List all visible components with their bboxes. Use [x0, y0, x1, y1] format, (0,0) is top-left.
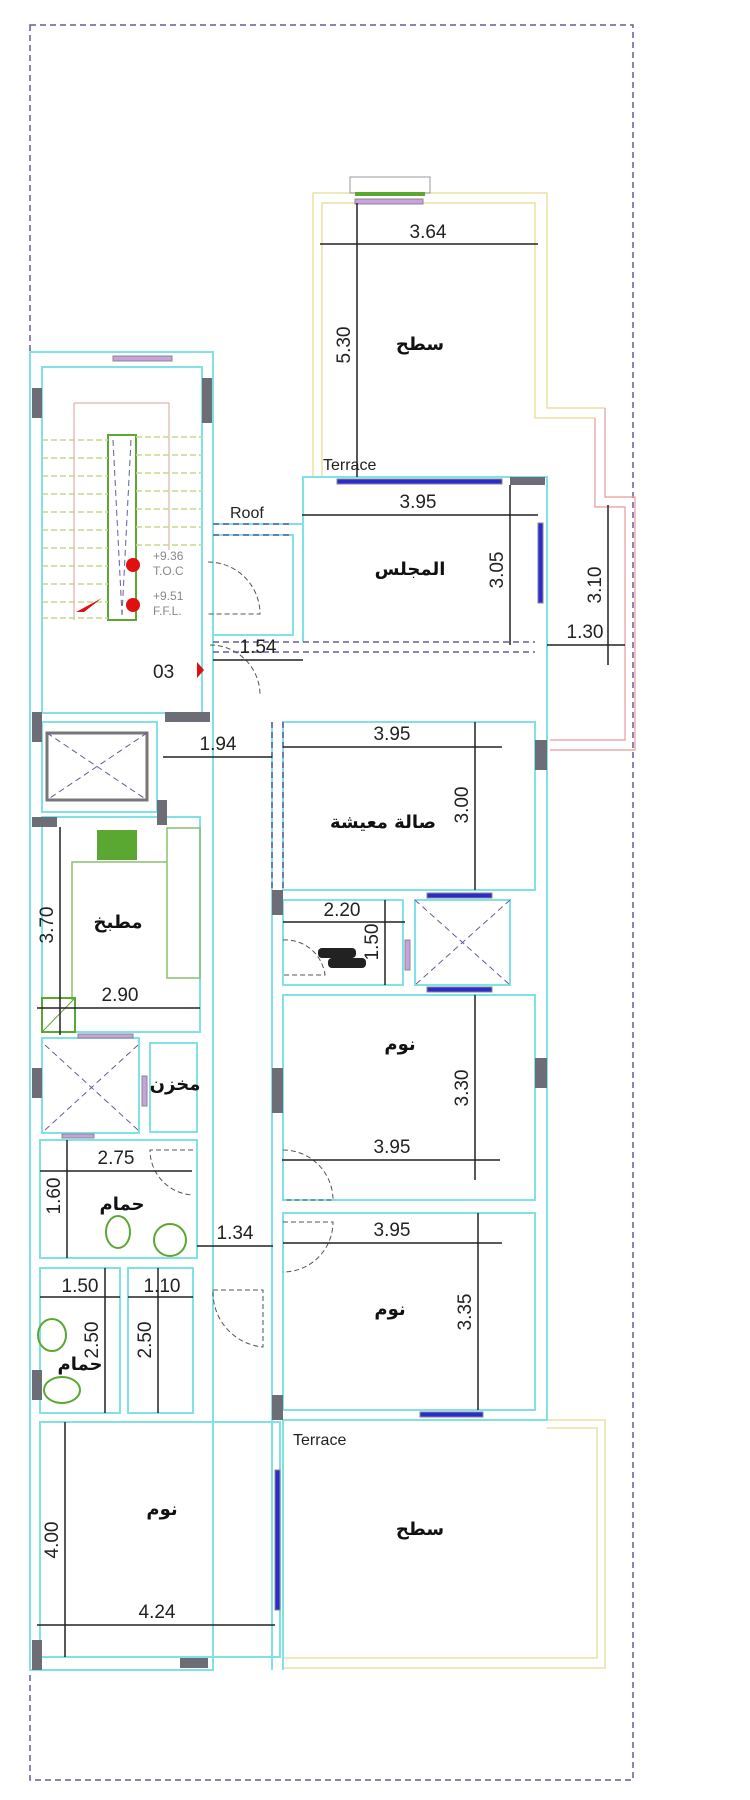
toilet-icon — [43, 1376, 81, 1404]
dim-living-width: 3.95 — [374, 724, 411, 745]
dim-laundry-width: 2.20 — [324, 900, 361, 921]
dim-kitchen-width: 2.90 — [102, 985, 139, 1006]
room-majlis: المجلس — [375, 559, 446, 580]
dim-wc-width: 1.10 — [144, 1276, 181, 1297]
level-value-1: +9.36 — [153, 549, 184, 563]
toilet-icon — [105, 1215, 131, 1249]
room-bath-1: حمام — [100, 1194, 145, 1215]
plot-boundary — [29, 24, 634, 1781]
room-roof-bottom: سطح — [396, 1519, 444, 1540]
level-code-1: T.O.C — [153, 564, 184, 578]
room-roof-top: سطح — [396, 334, 444, 355]
room-bath-2: حمام — [58, 1354, 103, 1375]
dim-laundry-depth: 1.50 — [362, 924, 383, 961]
room-living: صالة معيشة — [330, 812, 436, 833]
terrace-label-bottom: Terrace — [293, 1432, 346, 1449]
columns — [32, 378, 547, 1670]
fixtures — [37, 827, 366, 1404]
sink-icon — [97, 830, 137, 860]
sink-icon — [37, 1318, 67, 1352]
section-marker-icon — [197, 662, 204, 678]
dim-bath2-depth: 2.50 — [82, 1322, 103, 1359]
roof-window-box — [349, 176, 431, 194]
dim-majlis-depth: 3.05 — [487, 552, 508, 589]
stair-ref-label: 03 — [153, 662, 174, 683]
dim-majlis-width: 3.95 — [400, 492, 437, 513]
shafts — [44, 731, 511, 1131]
dimension-lines — [37, 203, 625, 1657]
dim-bed1-width: 3.95 — [374, 1137, 411, 1158]
room-bedroom-3: نوم — [146, 1499, 177, 1520]
walls — [29, 351, 548, 1671]
top-roof-outline — [312, 176, 636, 751]
room-bedroom-2: نوم — [374, 1299, 405, 1320]
dim-side-width: 1.30 — [567, 622, 604, 643]
washing-machine-icon — [318, 948, 356, 958]
dim-hall-width: 1.34 — [217, 1223, 254, 1244]
bottom-roof-outline — [283, 1419, 606, 1669]
dim-living-depth: 3.00 — [452, 787, 473, 824]
dim-bed2-depth: 3.35 — [455, 1294, 476, 1331]
dim-wc-depth: 2.50 — [135, 1322, 156, 1359]
dim-corridor-width: 1.94 — [200, 734, 237, 755]
staircase — [42, 402, 204, 678]
terrace-label-top: Terrace — [323, 457, 376, 474]
room-storage: مخزن — [150, 1074, 201, 1095]
dim-bath2-width: 1.50 — [62, 1276, 99, 1297]
dim-bed3-width: 4.24 — [139, 1602, 176, 1623]
level-code-2: F.F.L. — [153, 604, 182, 618]
room-bedroom-1: نوم — [384, 1034, 415, 1055]
dim-side-depth: 3.10 — [585, 567, 606, 604]
dim-roof-width: 3.64 — [410, 222, 447, 243]
dim-bed1-depth: 3.30 — [452, 1070, 473, 1107]
level-value-2: +9.51 — [153, 589, 184, 603]
windows — [61, 355, 544, 1611]
stair-direction-arrow-icon — [76, 598, 102, 612]
dim-kitchen-depth: 3.70 — [37, 907, 58, 944]
dim-roof-depth: 5.30 — [334, 327, 355, 364]
room-kitchen: مطبخ — [94, 912, 143, 933]
doors — [149, 561, 334, 1348]
level-marker-icon — [126, 598, 140, 612]
dim-entry-width: 1.54 — [240, 637, 277, 658]
sink-icon — [153, 1223, 187, 1257]
dim-bath1-depth: 1.60 — [44, 1178, 65, 1215]
dim-bed3-depth: 4.00 — [42, 1522, 63, 1559]
level-marker-icon — [126, 558, 140, 572]
dim-bath1-width: 2.75 — [98, 1148, 135, 1169]
dim-bed2-width: 3.95 — [374, 1220, 411, 1241]
roof-label: Roof — [230, 505, 264, 522]
